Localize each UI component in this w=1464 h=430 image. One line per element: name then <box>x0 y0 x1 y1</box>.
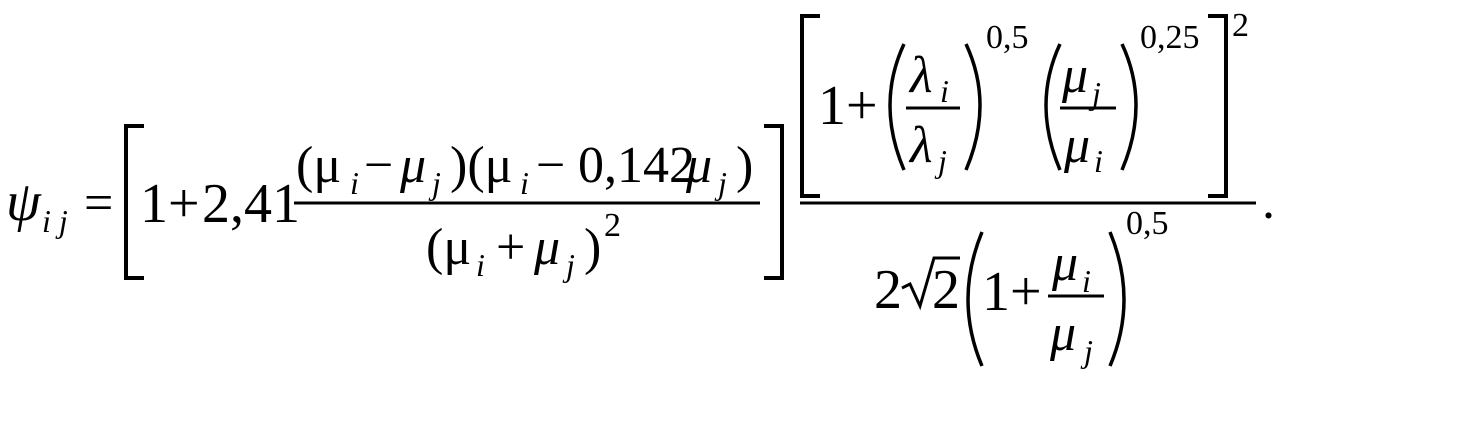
num2-one: 1 <box>818 75 846 137</box>
mu-bottom: μ <box>1063 117 1090 174</box>
lambda-top: λ <box>908 47 933 104</box>
num-minus1: − <box>364 137 393 194</box>
num-close: ) <box>736 137 753 194</box>
num-sub-j1: j <box>428 165 441 201</box>
psi-subscript: i j <box>42 203 68 239</box>
num-open-mu: (μ <box>296 137 341 194</box>
den-open-mu: (μ <box>426 219 471 276</box>
den2-one: 1 <box>982 261 1010 323</box>
mu-top-sub: j <box>1088 75 1101 111</box>
den2-mu-bottom-sub: j <box>1080 333 1093 369</box>
den2-mu-top: μ <box>1051 235 1078 292</box>
lambda-bottom-sub: j <box>934 143 947 179</box>
psi-symbol: ψ <box>6 171 42 233</box>
sqrt-radicand: 2 <box>932 259 960 321</box>
num2-plus: + <box>846 75 878 137</box>
num-mu-j1: μ <box>399 137 426 194</box>
mu-top: μ <box>1061 47 1088 104</box>
mu-left-paren <box>1044 43 1062 171</box>
den-sub-i: i <box>476 247 485 283</box>
equals-sign: = <box>84 175 113 232</box>
den-right-paren <box>1108 231 1126 367</box>
lhs: ψ i j = <box>6 171 113 239</box>
numerator-right-bracket <box>1208 14 1228 198</box>
num-sub-i2: i <box>520 165 529 201</box>
exponent-2: 0,25 <box>1140 19 1200 56</box>
den2-exponent: 0,5 <box>1126 205 1169 242</box>
fraction2-numerator: 1 + λ i λ j 0,5 μ j μ i 0,25 2 <box>800 7 1249 198</box>
num-minus2: − <box>536 137 565 194</box>
den2-mu-top-sub: i <box>1082 263 1091 299</box>
exponent-1: 0,5 <box>986 19 1029 56</box>
num-mu-j2: μ <box>685 137 712 194</box>
lambda-left-paren <box>888 43 906 171</box>
lambda-bottom: λ <box>908 117 933 174</box>
lambda-right-paren <box>964 43 982 171</box>
den2-mu-bottom: μ <box>1049 305 1076 362</box>
den-sub-j: j <box>562 247 575 283</box>
one: 1 <box>140 173 168 235</box>
first-bracket: 1 + 2,41 (μ i − μ j )(μ i − 0,142 μ j ) … <box>124 124 784 283</box>
den2-plus: + <box>1010 261 1042 323</box>
den2-two: 2 <box>874 259 902 321</box>
den-plus: + <box>496 219 525 276</box>
mu-right-paren <box>1120 43 1138 171</box>
left-square-bracket <box>124 124 144 280</box>
num-sub-j2: j <box>714 165 727 201</box>
mu-bottom-sub: i <box>1094 143 1103 179</box>
fraction1-numerator: (μ i − μ j )(μ i − 0,142 μ j ) <box>296 137 753 201</box>
second-fraction: 1 + λ i λ j 0,5 μ j μ i 0,25 2 2 <box>800 7 1256 369</box>
fraction2-denominator: 2 2 1 + μ i μ j 0,5 <box>874 205 1169 369</box>
num-close-open-mu: )(μ <box>450 137 513 194</box>
plus-sign: + <box>168 173 200 235</box>
lambda-top-sub: i <box>940 73 949 109</box>
den-left-paren <box>966 231 984 367</box>
den-exponent: 2 <box>604 207 621 244</box>
num-sub-i1: i <box>350 165 359 201</box>
den-mu-j: μ <box>533 219 560 276</box>
numerator-left-bracket <box>800 14 820 198</box>
coefficient: 2,41 <box>202 173 300 235</box>
sqrt-sign <box>901 256 960 311</box>
period: . <box>1262 173 1275 230</box>
fraction1-denominator: (μ i + μ j ) 2 <box>426 207 621 283</box>
den-close: ) <box>584 219 601 276</box>
num-const: 0,142 <box>578 137 695 194</box>
right-square-bracket <box>764 124 784 280</box>
outer-exponent: 2 <box>1232 7 1249 44</box>
